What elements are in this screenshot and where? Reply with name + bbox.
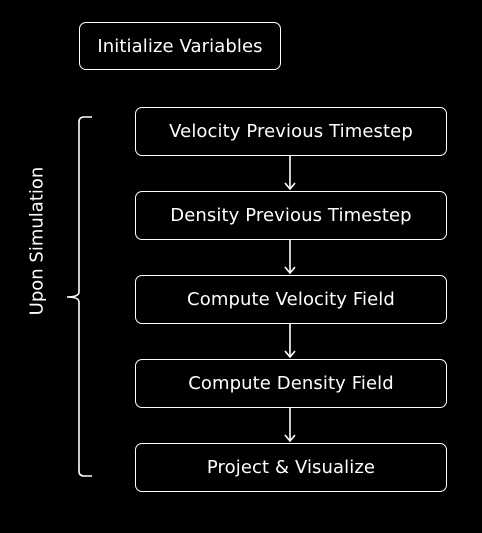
compute-velocity-field-label: Compute Velocity Field — [187, 289, 395, 310]
compute-density-field-label: Compute Density Field — [188, 373, 394, 394]
initialize-variables-label: Initialize Variables — [97, 35, 263, 57]
density-previous-timestep-label: Density Previous Timestep — [170, 205, 412, 226]
project-visualize-label: Project & Visualize — [206, 457, 376, 478]
initialize-variables-node: Initialize Variables — [79, 22, 281, 70]
density-previous-timestep-node: Density Previous Timestep — [135, 191, 447, 240]
arrow-density-to-compute-velocity — [284, 240, 296, 275]
velocity-previous-timestep-node: Velocity Previous Timestep — [135, 107, 447, 156]
arrow-velocity-to-density — [284, 156, 296, 191]
upon-simulation-label: Upon Simulation — [26, 166, 48, 316]
upon-simulation-brace — [66, 116, 92, 477]
arrow-compute-density-to-project — [284, 408, 296, 443]
compute-velocity-field-node: Compute Velocity Field — [135, 275, 447, 324]
arrow-compute-velocity-to-compute-density — [284, 324, 296, 359]
compute-density-field-node: Compute Density Field — [135, 359, 447, 408]
velocity-previous-timestep-label: Velocity Previous Timestep — [169, 121, 413, 142]
project-visualize-node: Project & Visualize — [135, 443, 447, 492]
